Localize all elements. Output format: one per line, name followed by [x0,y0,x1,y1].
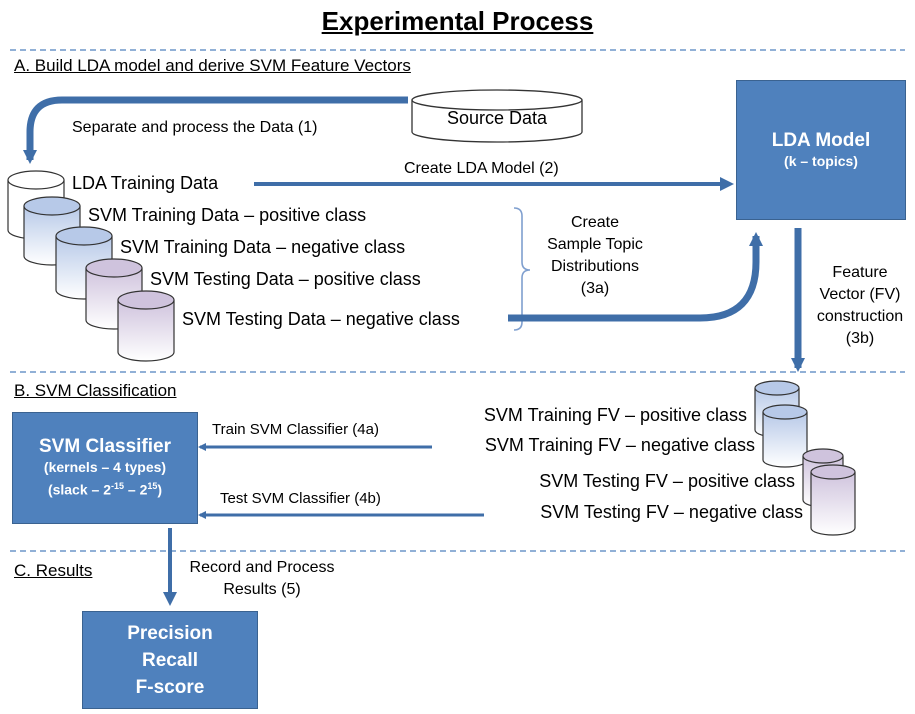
fv-construction-line-3: construction [816,308,904,325]
svm-classifier-slack: (slack – 2-15 – 215) [48,477,162,500]
fv-construction-line-4: (3b) [845,330,875,347]
page-title: Experimental Process [321,6,594,36]
topic-dist-line-2: Sample Topic [547,236,643,253]
svm-classifier-box: SVM Classifier (kernels – 4 types) (slac… [12,412,198,524]
record-results-label: Record and Process Results (5) [176,557,348,601]
test-svm-label: Test SVM Classifier (4b) [220,490,381,507]
train-svm-label: Train SVM Classifier (4a) [212,421,379,438]
svm-classifier-kernels: (kernels – 4 types) [43,459,167,476]
dataset-label-lda-training: LDA Training Data [72,173,219,193]
svm-classifier-title: SVM Classifier [39,436,171,458]
dataset-label-svm-train-neg: SVM Training Data – negative class [120,237,406,257]
section-b-header: B. SVM Classification [14,381,177,400]
lda-model-box: LDA Model (k – topics) [736,80,906,220]
slack-prefix: (slack – 2 [47,481,111,498]
topic-dist-line-1: Create [570,214,620,231]
svm-test-neg-cylinder [117,290,175,362]
source-data-cylinder [411,89,583,143]
fv-label-test-neg: SVM Testing FV – negative class [540,502,803,522]
dataset-brace [513,207,531,331]
section-c-header: C. Results [14,561,93,580]
record-results-line-2: Results (5) [223,581,301,598]
slack-exp-2: 15 [147,481,158,492]
fv-construction-label: Feature Vector (FV) construction (3b) [808,262,912,350]
result-recall: Recall [142,649,198,671]
fv-construction-line-2: Vector (FV) [819,286,901,303]
record-results-line-1: Record and Process [189,559,335,576]
create-lda-label: Create LDA Model (2) [404,160,559,177]
topic-dist-line-3: Distributions [550,258,640,275]
lda-model-title: LDA Model [771,129,871,151]
source-data-label: Source Data [446,108,548,128]
topic-dist-line-4: (3a) [580,280,610,297]
topic-dist-label: Create Sample Topic Distributions (3a) [528,212,662,300]
dataset-label-svm-test-pos: SVM Testing Data – positive class [150,269,421,289]
fv-test-neg-cylinder [810,464,856,536]
separate-arrow [23,96,408,164]
result-precision: Precision [127,622,213,644]
slack-suffix: ) [157,481,163,498]
fv-label-test-pos: SVM Testing FV – positive class [539,471,795,491]
fv-label-train-pos: SVM Training FV – positive class [483,405,747,425]
dataset-label-svm-train-pos: SVM Training Data – positive class [88,205,367,225]
fv-construction-line-1: Feature [832,264,888,281]
topic-dist-arrow [508,232,763,322]
dataset-label-svm-test-neg: SVM Testing Data – negative class [182,309,460,329]
fv-train-neg-cylinder [762,404,808,468]
results-box: Precision Recall F-score [82,611,258,709]
fv-label-train-neg: SVM Training FV – negative class [484,435,755,455]
lda-model-subtitle: (k – topics) [784,152,858,169]
result-f-score: F-score [135,676,205,698]
section-a-header: A. Build LDA model and derive SVM Featur… [14,56,411,75]
slack-mid: – 2 [124,481,148,498]
slack-exp-1: -15 [111,481,125,492]
separate-label: Separate and process the Data (1) [72,119,318,136]
